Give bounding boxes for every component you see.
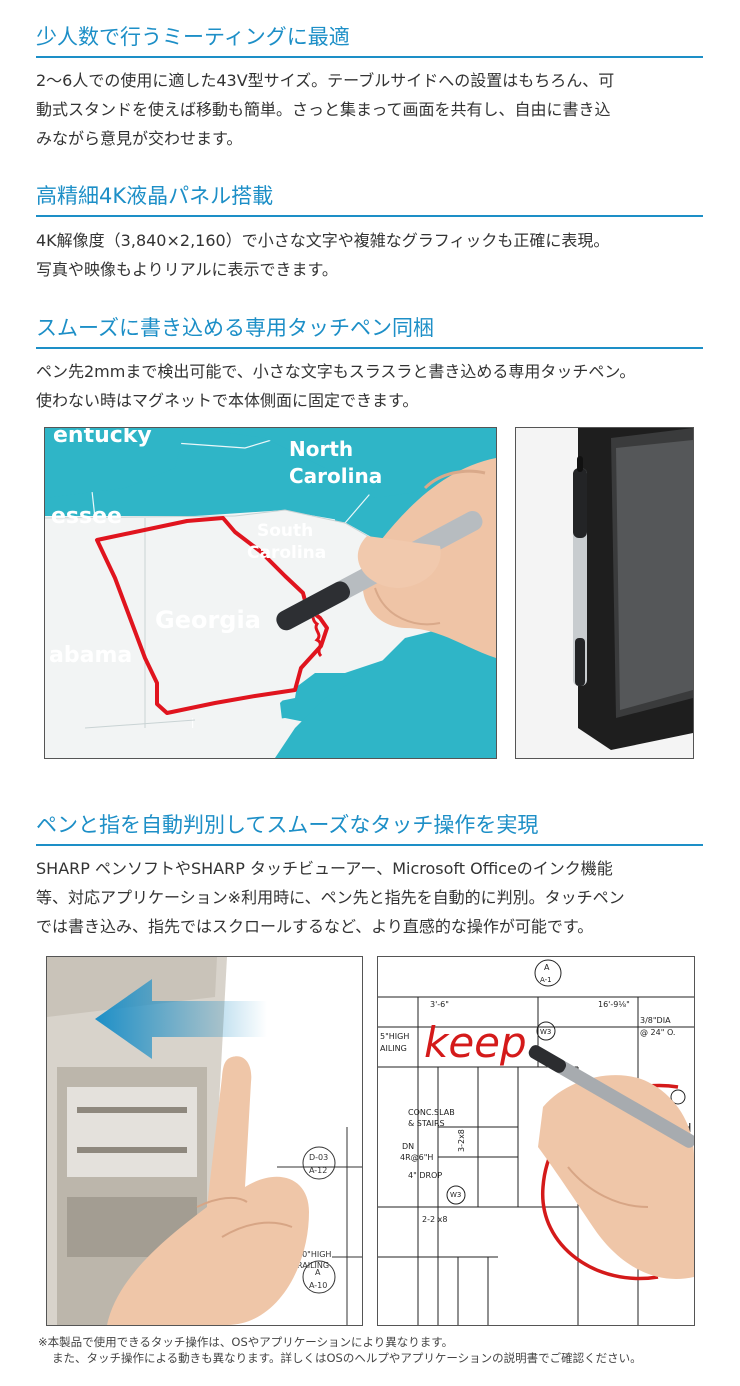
bp-drop: 4" DROP xyxy=(408,1171,442,1180)
section-title-4k: 高精細4K液晶パネル搭載 xyxy=(36,181,703,217)
bp-dim3: 2-2 x8 xyxy=(422,1215,447,1224)
map-label-georgia: Georgia xyxy=(155,606,261,634)
body-line: SHARP ペンソフトやSHARP タッチビューアー、Microsoft Off… xyxy=(36,859,613,878)
map-label-tennessee: essee xyxy=(51,504,122,529)
hand-with-pen-blueprint xyxy=(528,1045,694,1279)
footnote-1: ※本製品で使用できるタッチ操作は、OSやアプリケーションにより異なります。 xyxy=(38,1335,454,1349)
bp-dim1: 3'-6" xyxy=(430,1000,449,1009)
section-body-4k: 4K解像度（3,840×2,160）で小さな文字や複雑なグラフィックも正確に表現… xyxy=(36,226,706,284)
body-line: みながら意見が交わせます。 xyxy=(36,129,243,148)
map-label-kentucky: entucky xyxy=(53,428,152,448)
body-line: 4K解像度（3,840×2,160）で小さな文字や複雑なグラフィックも正確に表現… xyxy=(36,231,610,250)
map-label-south-carolina: Carolina xyxy=(247,543,326,563)
section-body-auto-detect: SHARP ペンソフトやSHARP タッチビューアー、Microsoft Off… xyxy=(36,854,706,941)
map-label-carolina: Carolina xyxy=(289,464,382,488)
map-label-south: South xyxy=(257,521,313,541)
footnote-2: また、タッチ操作による動きも異なります。詳しくはOSのヘルプやアプリケーションの… xyxy=(52,1351,642,1365)
section-title-meeting: 少人数で行うミーティングに最適 xyxy=(36,22,703,58)
railing-label-2: RAILING xyxy=(297,1261,329,1270)
bp-ailing: AILING xyxy=(380,1044,407,1053)
bp-risers: 4R@6"H xyxy=(400,1153,433,1162)
body-line: ペン先2mmまで検出可能で、小さな文字もスラスラと書き込める専用タッチペン。 xyxy=(36,362,636,381)
body-line: 写真や映像もよりリアルに表示できます。 xyxy=(36,260,338,279)
bp-slab2: & STAIRS xyxy=(408,1119,445,1128)
bp-w3: W3 xyxy=(540,1028,551,1036)
bp-dn: DN xyxy=(402,1142,414,1151)
section-body-pen: ペン先2mmまで検出可能で、小さな文字もスラスラと書き込める専用タッチペン。 使… xyxy=(36,357,706,415)
finger-scroll-illustration: D-03 A-12 40"HIGH RAILING A A-10 xyxy=(47,957,362,1325)
map-writing-image: entucky North Carolina essee South Carol… xyxy=(44,427,497,759)
section-title-auto-detect: ペンと指を自動判別してスムーズなタッチ操作を実現 xyxy=(36,810,703,846)
handwritten-keep: keep xyxy=(424,1018,527,1067)
bp-tag-a1: A-1 xyxy=(540,976,552,984)
bp-dia2: @ 24" O. xyxy=(640,1028,675,1037)
bp-tag-a: A xyxy=(544,963,550,972)
finger-scroll-image: D-03 A-12 40"HIGH RAILING A A-10 xyxy=(46,956,363,1326)
detail-tag2-top: A xyxy=(315,1268,321,1277)
detail-tag-bottom: A-12 xyxy=(309,1166,327,1175)
bp-dim4: 3-2x8 xyxy=(457,1129,466,1152)
map-label-alabama: abama xyxy=(49,643,132,668)
body-line: 動式スタンドを使えば移動も簡単。さっと集まって画面を共有し、自由に書き込 xyxy=(36,100,611,119)
body-line: 等、対応アプリケーション※利用時に、ペン先と指先を自動的に判別。タッチペン xyxy=(36,888,625,907)
blueprint-pen-image: keep 3'-6" 16'-9⅛" 3/8"DIA @ 24" O. 5"HI… xyxy=(377,956,695,1326)
body-line: 2〜6人での使用に適した43V型サイズ。テーブルサイドへの設置はもちろん、可 xyxy=(36,71,615,90)
bp-dim2: 16'-9⅛" xyxy=(598,1000,630,1009)
bp-dia1: 3/8"DIA xyxy=(640,1016,671,1025)
detail-tag-top: D-03 xyxy=(309,1153,328,1162)
scroll-arrow-icon xyxy=(95,979,267,1059)
body-line: 使わない時はマグネットで本体側面に固定できます。 xyxy=(36,391,419,410)
blueprint-illustration: keep 3'-6" 16'-9⅛" 3/8"DIA @ 24" O. 5"HI… xyxy=(378,957,694,1325)
section-title-pen: スムーズに書き込める専用タッチペン同梱 xyxy=(36,313,703,349)
detail-tag2-bottom: A-10 xyxy=(309,1281,327,1290)
hand-with-pen xyxy=(276,458,496,658)
pen-magnet-image xyxy=(515,427,694,759)
stylus-pen xyxy=(573,456,587,686)
section-body-meeting: 2〜6人での使用に適した43V型サイズ。テーブルサイドへの設置はもちろん、可 動… xyxy=(36,66,706,153)
bp-slab1: CONC.SLAB xyxy=(408,1108,455,1117)
railing-label-1: 40"HIGH xyxy=(297,1250,331,1259)
body-line: では書き込み、指先ではスクロールするなど、より直感的な操作が可能です。 xyxy=(36,917,594,936)
bp-w3-lower: W3 xyxy=(450,1191,461,1199)
bp-high: 5"HIGH xyxy=(380,1032,409,1041)
pointing-hand xyxy=(107,1056,309,1325)
display-side-illustration xyxy=(516,428,693,758)
map-illustration: entucky North Carolina essee South Carol… xyxy=(45,428,496,758)
map-label-north: North xyxy=(289,437,353,461)
